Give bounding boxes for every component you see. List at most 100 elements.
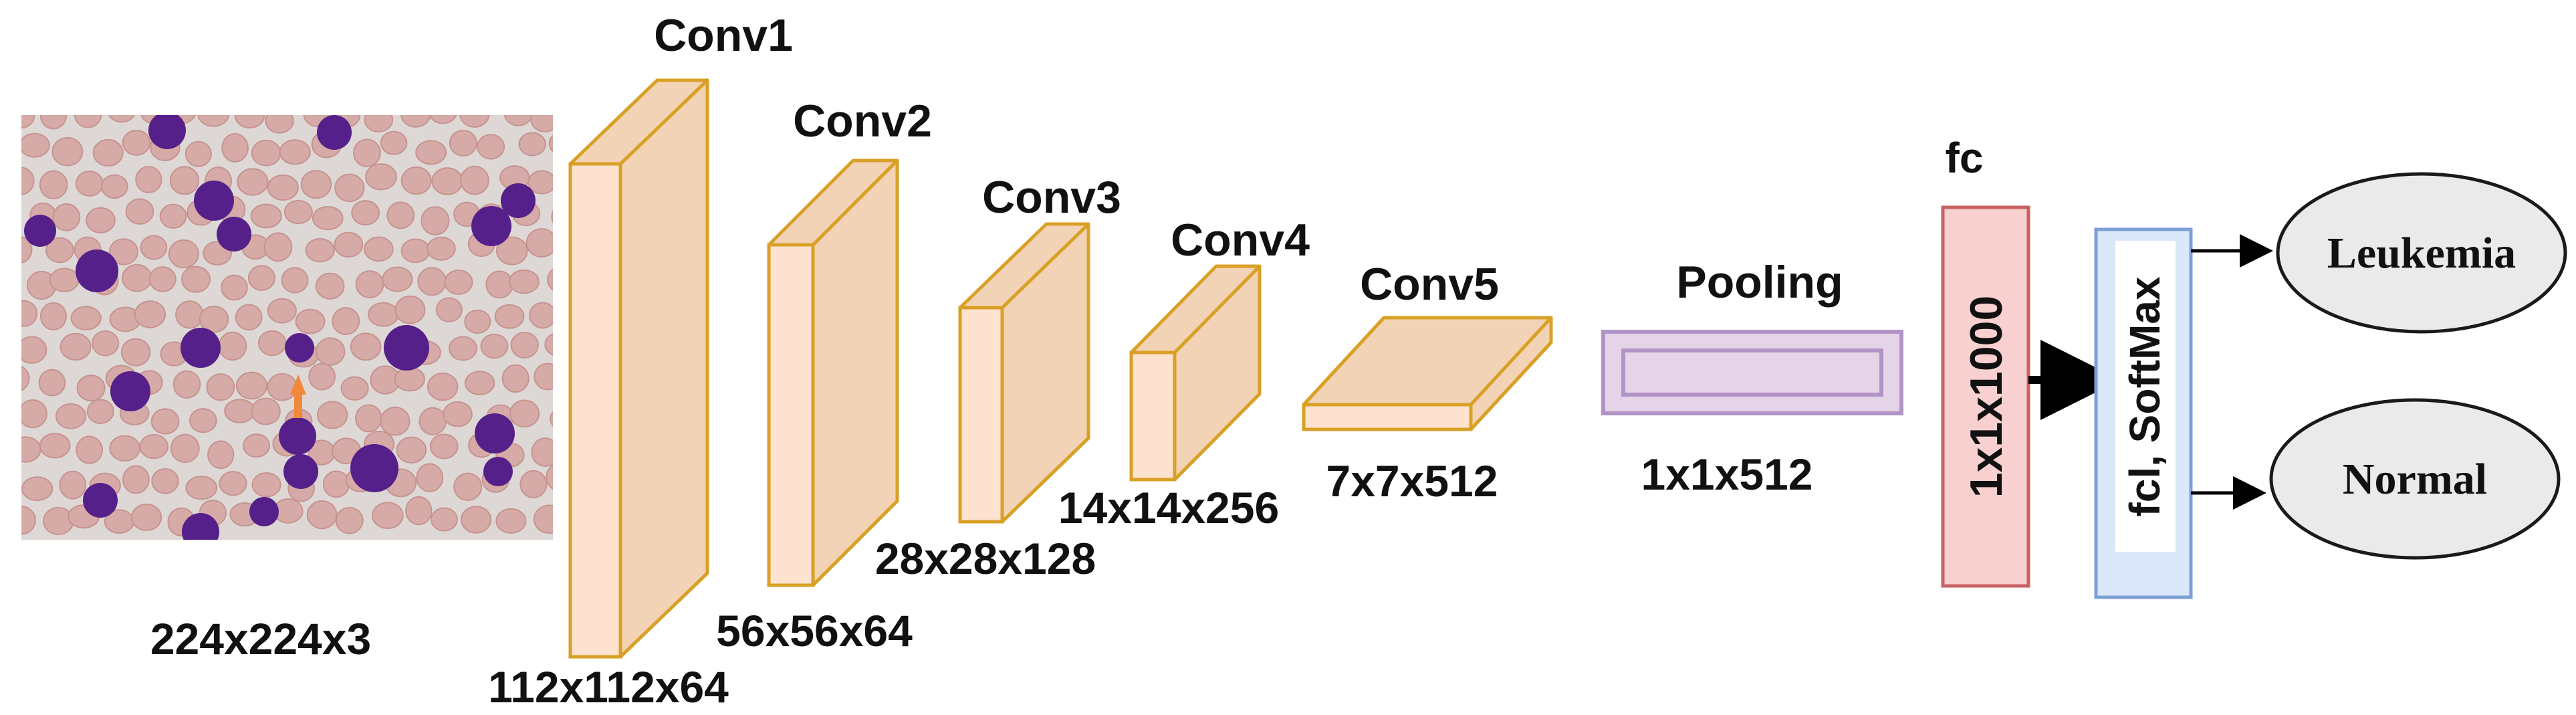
red-blood-cell: [21, 436, 41, 463]
red-blood-cell: [544, 333, 553, 356]
red-blood-cell: [431, 507, 458, 532]
white-blood-cell: [194, 181, 234, 221]
white-blood-cell: [76, 249, 118, 292]
red-blood-cell: [372, 502, 404, 530]
white-blood-cell: [279, 417, 316, 455]
red-blood-cell: [380, 406, 411, 436]
red-blood-cell: [21, 506, 36, 535]
red-blood-cell: [131, 503, 162, 531]
red-blood-cell: [400, 238, 431, 264]
conv1-block: [568, 78, 709, 659]
red-blood-cell: [265, 115, 294, 134]
red-blood-cell: [551, 210, 553, 223]
red-blood-cell: [76, 435, 104, 464]
softmax-label-background: [2115, 241, 2176, 552]
red-blood-cell: [400, 166, 432, 195]
red-blood-cell: [122, 465, 150, 494]
white-blood-cell: [83, 483, 118, 518]
red-blood-cell: [21, 115, 35, 129]
white-blood-cell: [285, 333, 314, 363]
red-blood-cell: [351, 200, 380, 225]
red-blood-cell: [421, 206, 450, 235]
red-blood-cell: [525, 228, 553, 258]
conv1-title: Conv1: [654, 10, 793, 61]
red-blood-cell: [394, 367, 425, 392]
red-blood-cell: [218, 331, 247, 361]
red-blood-cell: [43, 506, 74, 536]
conv1-size-label: 112x112x64: [488, 662, 729, 712]
red-blood-cell: [74, 115, 102, 128]
red-blood-cell: [51, 136, 84, 167]
red-blood-cell: [419, 407, 447, 435]
white-blood-cell: [182, 513, 219, 540]
red-blood-cell: [316, 401, 348, 429]
red-blood-cell: [21, 366, 30, 391]
red-blood-cell: [185, 476, 218, 500]
red-blood-cell: [308, 363, 336, 391]
red-blood-cell: [134, 300, 166, 328]
leukemia-label: Leukemia: [2327, 229, 2516, 278]
red-blood-cell: [207, 440, 235, 470]
red-blood-cell: [251, 139, 281, 167]
red-blood-cell: [21, 300, 38, 327]
red-blood-cell: [243, 433, 271, 458]
red-blood-cell: [237, 168, 269, 196]
conv5-size-label: 7x7x512: [1326, 456, 1498, 506]
red-blood-cell: [267, 373, 298, 401]
red-blood-cell: [219, 471, 247, 496]
conv5-title: Conv5: [1360, 259, 1499, 310]
red-blood-cell: [364, 115, 394, 132]
red-blood-cell: [529, 302, 553, 329]
red-blood-cell: [59, 470, 87, 500]
red-blood-cell: [122, 130, 151, 156]
red-blood-cell: [121, 264, 152, 292]
red-blood-cell: [39, 170, 68, 200]
red-blood-cell: [459, 115, 490, 128]
red-blood-cell: [386, 201, 415, 229]
red-blood-cell: [355, 270, 384, 299]
red-blood-cell: [352, 138, 381, 167]
white-blood-cell: [148, 115, 186, 149]
fc-block: [1941, 205, 2030, 588]
red-blood-cell: [382, 266, 413, 292]
red-blood-cell: [21, 132, 50, 158]
red-blood-cell: [335, 506, 364, 534]
red-blood-cell: [396, 436, 427, 464]
red-blood-cell: [534, 363, 553, 391]
red-blood-cell: [546, 464, 553, 490]
red-blood-cell: [224, 399, 255, 423]
red-blood-cell: [125, 198, 154, 225]
softmax-label: fcl, SoftMax: [2121, 276, 2169, 517]
red-blood-cell: [75, 171, 104, 197]
red-blood-cell: [21, 336, 47, 364]
red-blood-cell: [70, 306, 102, 330]
red-blood-cell: [189, 408, 217, 433]
conv4-title: Conv4: [1171, 215, 1310, 266]
leukemia-output: [2276, 172, 2567, 334]
red-blood-cell: [368, 302, 399, 327]
red-blood-cell: [429, 115, 457, 124]
white-blood-cell: [249, 497, 279, 526]
red-blood-cell: [86, 399, 114, 424]
red-blood-cell: [39, 302, 68, 331]
red-blood-cell: [550, 411, 553, 427]
red-blood-cell: [312, 205, 344, 231]
red-blood-cell: [453, 472, 483, 501]
red-blood-cell: [417, 267, 447, 296]
red-blood-cell: [448, 336, 477, 361]
red-blood-cell: [39, 115, 68, 130]
red-blood-cell: [415, 140, 447, 165]
red-blood-cell: [159, 203, 187, 229]
red-blood-cell: [429, 433, 459, 459]
fc-title: fc: [1946, 134, 1984, 182]
white-blood-cell: [181, 328, 221, 368]
white-blood-cell: [24, 215, 56, 247]
red-blood-cell: [109, 435, 140, 462]
red-blood-cell: [295, 308, 326, 334]
input-size-label: 224x224x3: [150, 614, 371, 663]
red-blood-cell: [464, 309, 491, 334]
white-blood-cell: [283, 454, 318, 489]
red-blood-cell: [21, 399, 47, 429]
white-blood-cell: [384, 325, 429, 371]
red-blood-cell: [365, 163, 397, 191]
